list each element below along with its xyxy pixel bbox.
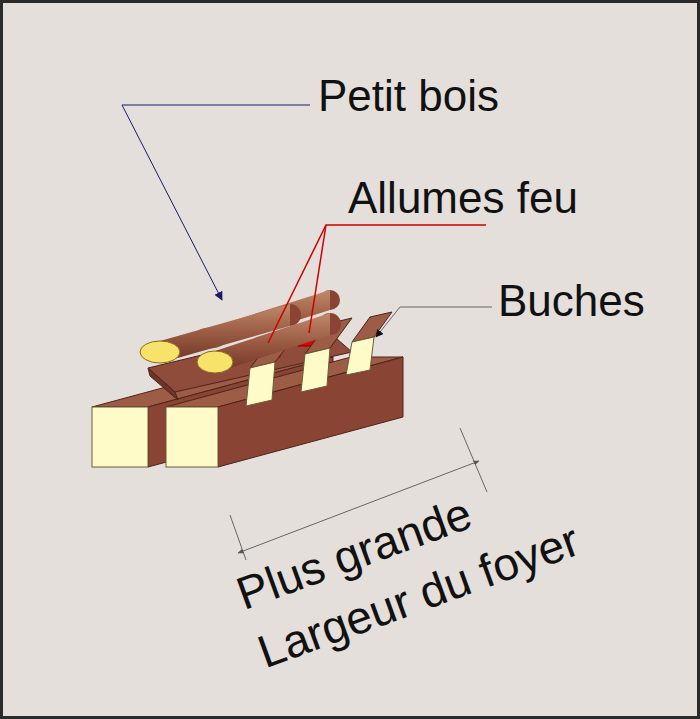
part-label: Allumes feu xyxy=(348,176,578,220)
board xyxy=(148,368,178,400)
leader-line xyxy=(376,307,492,337)
part-label: Buches xyxy=(498,279,645,323)
part-label: Petit bois xyxy=(318,74,499,118)
log xyxy=(346,312,392,375)
extension-line xyxy=(460,428,487,492)
extension-line xyxy=(230,515,246,560)
leader-line xyxy=(268,225,486,343)
kindling xyxy=(197,313,341,373)
leader-line xyxy=(122,105,310,300)
leader-line xyxy=(309,225,326,333)
